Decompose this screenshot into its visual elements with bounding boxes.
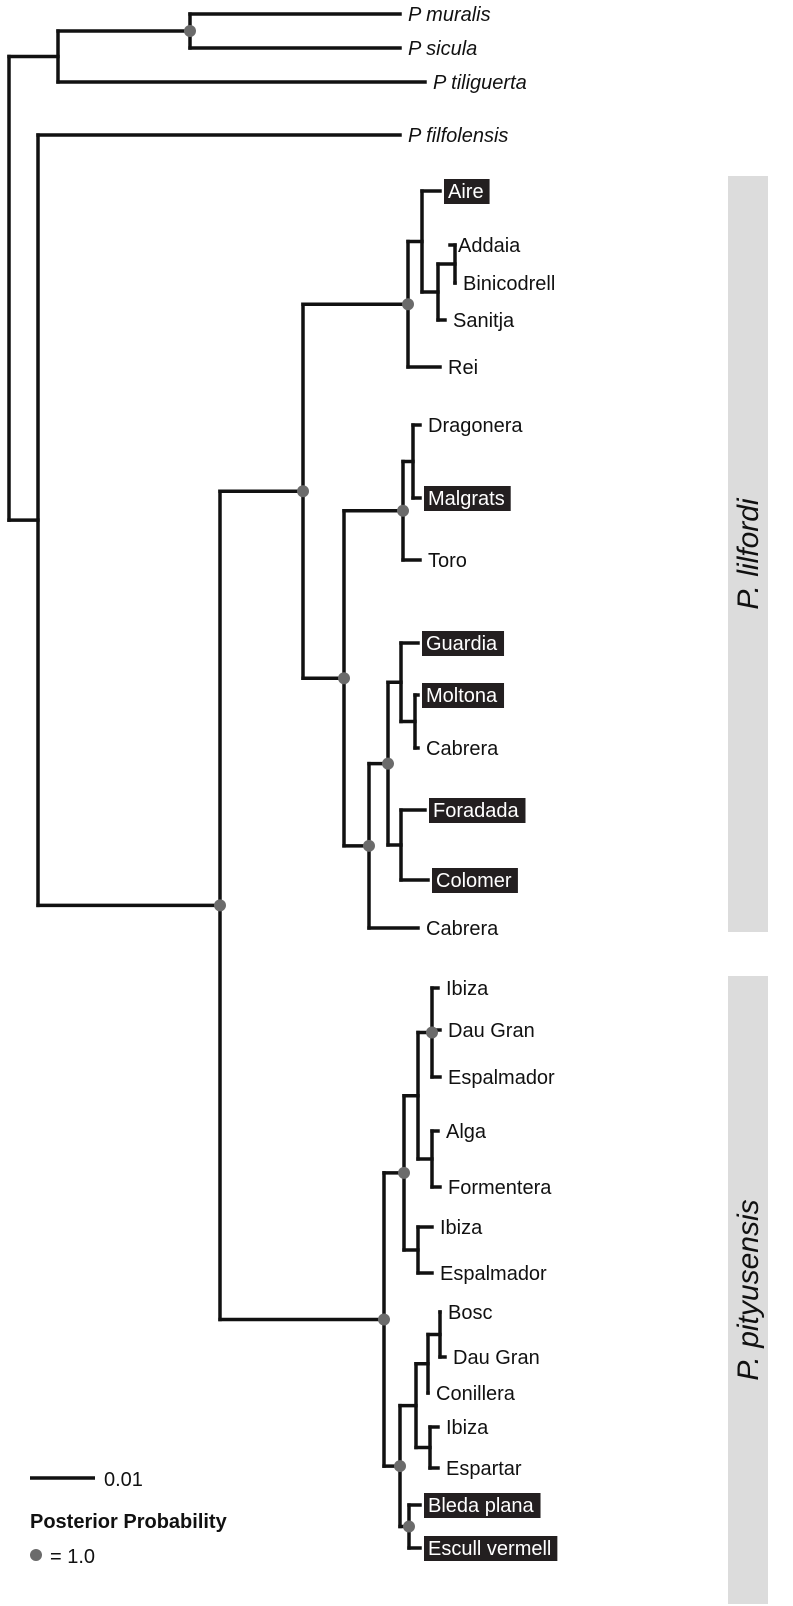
tip-label-dragonera: Dragonera <box>428 415 523 437</box>
posterior-node <box>378 1313 390 1326</box>
tip-label-toro: Toro <box>428 550 467 572</box>
posterior-node <box>394 1460 406 1473</box>
clade-bar-lilfordi <box>728 176 768 932</box>
tip-label-espalmador1: Espalmador <box>448 1067 555 1089</box>
tip-label-formentera: Formentera <box>448 1177 552 1199</box>
tip-label-conillera: Conillera <box>436 1383 516 1405</box>
tip-label-malgrats: Malgrats <box>428 488 505 510</box>
posterior-node <box>398 1166 410 1179</box>
tip-label-ibiza2: Ibiza <box>440 1217 483 1239</box>
tip-label-tiliguerta: P tiliguerta <box>433 72 527 94</box>
tip-label-guardia: Guardia <box>426 633 498 655</box>
tip-label-daugran1: Dau Gran <box>448 1020 535 1042</box>
tip-label-cabrera2: Cabrera <box>426 918 499 940</box>
posterior-node <box>397 504 409 517</box>
posterior-node <box>426 1026 438 1039</box>
posterior-node <box>214 899 226 912</box>
highlight-backgrounds <box>422 179 558 1561</box>
clade-bar-pityusensis <box>728 976 768 1604</box>
tip-label-cabrera1: Cabrera <box>426 738 499 760</box>
tip-label-ibiza3: Ibiza <box>446 1417 489 1439</box>
posterior-node <box>363 839 375 852</box>
highlight-box-aire <box>444 179 490 204</box>
tip-label-moltona: Moltona <box>426 685 498 707</box>
posterior-node <box>402 298 414 311</box>
tip-label-rei: Rei <box>448 357 478 379</box>
tip-label-daugran2: Dau Gran <box>453 1347 540 1369</box>
tip-label-espartar: Espartar <box>446 1458 522 1480</box>
posterior-node <box>338 672 350 685</box>
posterior-legend-value: = 1.0 <box>50 1546 95 1568</box>
tip-label-sicula: P sicula <box>408 38 477 60</box>
posterior-node <box>382 757 394 770</box>
tip-label-bosc: Bosc <box>448 1302 492 1324</box>
tip-label-alga: Alga <box>446 1121 487 1143</box>
tip-label-filfolensis: P filfolensis <box>408 125 508 147</box>
tip-label-muralis: P muralis <box>408 4 491 26</box>
scale-bar-value: 0.01 <box>104 1469 143 1491</box>
posterior-legend-title: Posterior Probability <box>30 1511 228 1533</box>
highlight-box-escullvermell <box>424 1536 558 1561</box>
tip-label-addaia: Addaia <box>458 235 521 257</box>
highlight-box-guardia <box>422 631 505 656</box>
clade-label-pityusensis: P. pityusensis <box>732 1199 765 1380</box>
tip-label-aire: Aire <box>448 181 484 203</box>
tip-label-binicodrell: Binicodrell <box>463 273 555 295</box>
highlight-box-foradada <box>429 798 526 823</box>
tip-label-sanitja: Sanitja <box>453 310 515 332</box>
clade-label-lilfordi: P. lilfordi <box>732 497 765 610</box>
posterior-node <box>297 485 309 498</box>
tip-labels: P muralis P sicula P tiliguerta P filfolens… <box>408 4 555 1560</box>
posterior-nodes <box>184 25 438 1533</box>
highlight-box-bledaplana <box>424 1493 541 1518</box>
highlight-box-malgrats <box>424 486 511 511</box>
tip-label-escullvermell: Escull vermell <box>428 1538 551 1560</box>
tip-label-espalmador2: Espalmador <box>440 1263 547 1285</box>
tip-label-ibiza1: Ibiza <box>446 978 489 1000</box>
tip-label-bledaplana: Bleda plana <box>428 1495 535 1517</box>
highlight-box-colomer <box>432 868 518 893</box>
posterior-node <box>403 1520 415 1533</box>
posterior-node <box>184 25 196 37</box>
tip-label-colomer: Colomer <box>436 870 512 892</box>
posterior-legend-dot <box>30 1549 42 1561</box>
highlight-box-moltona <box>422 683 505 708</box>
tip-label-foradada: Foradada <box>433 800 519 822</box>
